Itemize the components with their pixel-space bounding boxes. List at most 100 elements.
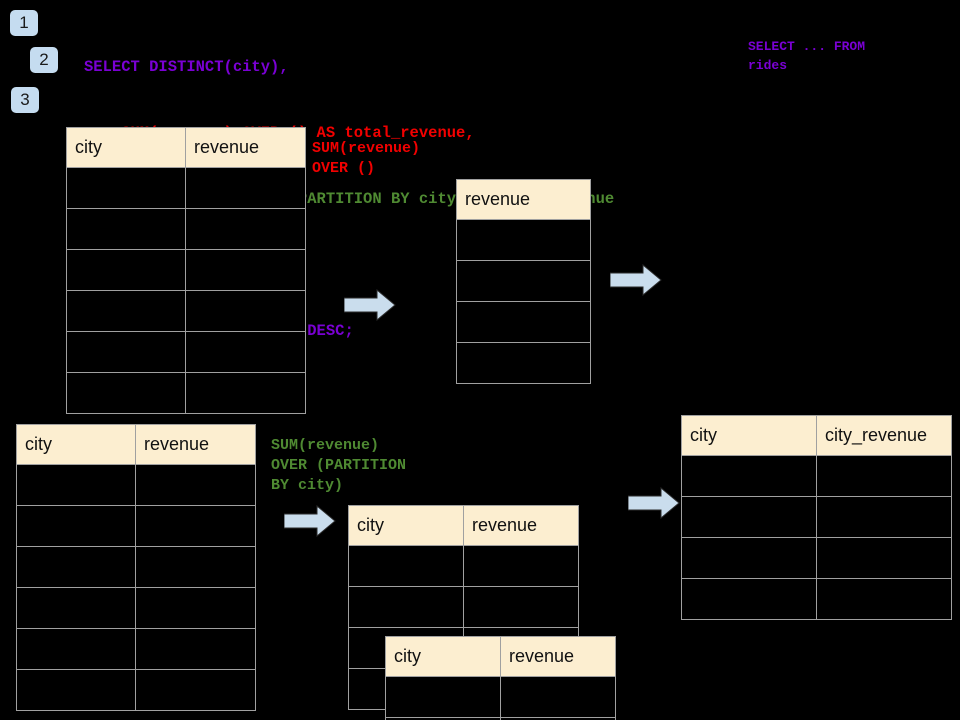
cell-revenue <box>185 167 306 209</box>
table-row <box>16 587 256 629</box>
table-row <box>16 669 256 711</box>
cell-revenue <box>185 372 306 414</box>
cell-revenue <box>135 464 256 506</box>
table-row <box>66 249 306 291</box>
table-row <box>681 496 952 538</box>
cell-revenue <box>185 249 306 291</box>
cell-revenue <box>185 290 306 332</box>
column-header-city-revenue: city_revenue <box>816 415 952 456</box>
table-header-row: city revenue <box>385 636 616 677</box>
column-header-revenue: revenue <box>500 636 616 677</box>
cell-city <box>348 586 464 628</box>
cell-revenue <box>463 545 579 587</box>
column-header-revenue: revenue <box>463 505 579 546</box>
table-header-row: city revenue <box>16 424 256 465</box>
table-row <box>681 455 952 497</box>
cell-revenue <box>463 586 579 628</box>
cell-revenue <box>456 301 591 343</box>
cell-revenue <box>456 219 591 261</box>
sql-line-1: SELECT DISTINCT(city), <box>84 58 289 76</box>
cell-city <box>16 546 136 588</box>
rides-source-table-bottom: city revenue <box>16 424 256 711</box>
partition-group-table-front: city revenue <box>385 636 616 720</box>
cell-city <box>66 249 186 291</box>
cell-city <box>66 208 186 250</box>
cell-revenue <box>456 260 591 302</box>
column-header-revenue: revenue <box>135 424 256 465</box>
cell-city <box>16 464 136 506</box>
table-row <box>385 676 616 718</box>
table-row <box>16 464 256 506</box>
cell-city <box>681 578 817 620</box>
arrow-partition-to-result-icon <box>628 487 680 519</box>
table-row <box>385 717 616 720</box>
cell-revenue <box>135 669 256 711</box>
total-revenue-note-label: SUM(revenue) OVER () <box>312 140 421 177</box>
table-header-row: revenue <box>456 179 591 220</box>
column-header-revenue: revenue <box>185 127 306 168</box>
cell-city <box>348 545 464 587</box>
cell-city <box>681 455 817 497</box>
table-header-row: city revenue <box>66 127 306 168</box>
table-row <box>66 331 306 373</box>
cell-revenue <box>185 208 306 250</box>
cell-revenue <box>185 331 306 373</box>
cell-city-revenue <box>816 578 952 620</box>
table-row <box>348 545 579 587</box>
cell-city <box>16 587 136 629</box>
cell-revenue <box>135 587 256 629</box>
arrow-rides-to-partition-icon <box>284 505 336 537</box>
source-note-label: SELECT ... FROM rides <box>748 39 866 73</box>
arrow-total-revenue-to-result-icon <box>610 264 662 296</box>
cell-revenue <box>135 505 256 547</box>
cell-revenue <box>135 546 256 588</box>
cell-city <box>66 290 186 332</box>
step-badge-1: 1 <box>10 10 38 36</box>
table-header-row: city revenue <box>348 505 579 546</box>
step-badge-2: 2 <box>30 47 58 73</box>
table-row <box>16 505 256 547</box>
column-header-revenue: revenue <box>456 179 591 220</box>
total-revenue-table: revenue <box>456 179 591 384</box>
table-row <box>681 537 952 579</box>
partition-group-table-back: city revenue <box>348 505 579 710</box>
cell-city <box>16 669 136 711</box>
column-header-city: city <box>681 415 817 456</box>
partition-note-label: SUM(revenue) OVER (PARTITION BY city) <box>271 437 407 494</box>
table-row <box>66 372 306 414</box>
arrow-rides-to-total-revenue-icon <box>344 289 396 321</box>
step-badge-3: 3 <box>11 87 39 113</box>
table-row <box>66 290 306 332</box>
table-row <box>16 628 256 670</box>
cell-revenue <box>500 717 616 720</box>
table-row <box>456 301 591 343</box>
cell-city-revenue <box>816 537 952 579</box>
table-row <box>456 342 591 384</box>
cell-city <box>66 372 186 414</box>
result-table: city city_revenue <box>681 415 952 620</box>
table-row <box>681 578 952 620</box>
table-row <box>456 260 591 302</box>
cell-revenue <box>500 676 616 718</box>
rides-source-table-top: city revenue <box>66 127 306 414</box>
table-row <box>348 586 579 628</box>
cell-city <box>16 505 136 547</box>
cell-revenue <box>135 628 256 670</box>
table-row <box>66 167 306 209</box>
cell-revenue <box>456 342 591 384</box>
table-header-row: city city_revenue <box>681 415 952 456</box>
cell-city <box>681 496 817 538</box>
column-header-city: city <box>66 127 186 168</box>
table-row <box>16 546 256 588</box>
cell-city <box>16 628 136 670</box>
cell-city <box>66 167 186 209</box>
cell-city <box>66 331 186 373</box>
cell-city-revenue <box>816 496 952 538</box>
column-header-city: city <box>348 505 464 546</box>
cell-city <box>681 537 817 579</box>
cell-city-revenue <box>816 455 952 497</box>
cell-city <box>385 676 501 718</box>
column-header-city: city <box>16 424 136 465</box>
table-row <box>66 208 306 250</box>
